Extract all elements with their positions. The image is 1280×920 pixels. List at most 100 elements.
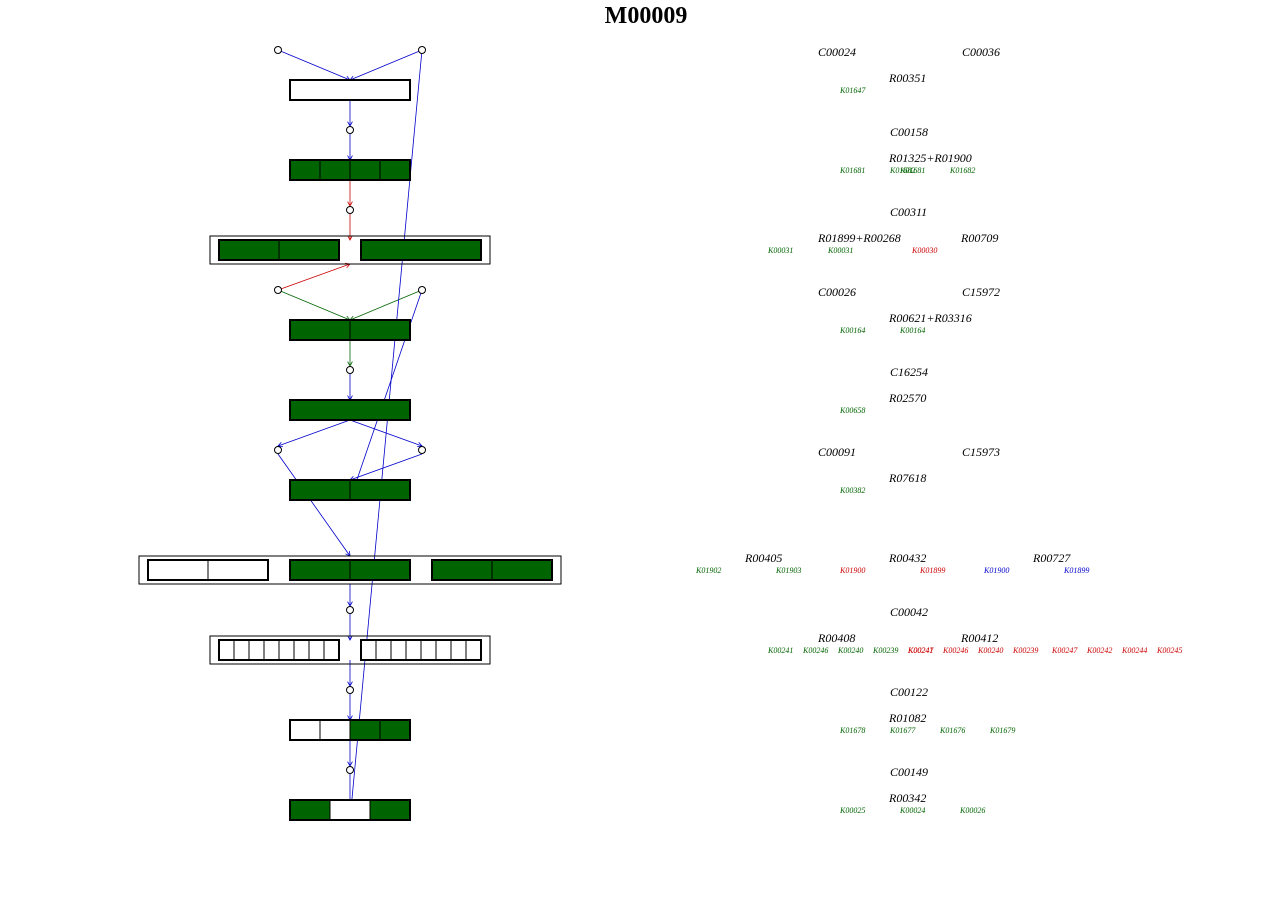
- subunit-empty: [450, 639, 467, 661]
- pathway-edge: [349, 289, 423, 321]
- subunit-empty: [360, 639, 377, 661]
- subunit-filled: [289, 399, 411, 421]
- reaction-box: [289, 159, 411, 181]
- reaction-box: [431, 559, 553, 581]
- subunit-filled: [349, 479, 411, 501]
- reaction-label: R00342: [888, 791, 926, 805]
- compound-node: [274, 446, 282, 454]
- ko-label: K00247: [1051, 646, 1078, 655]
- subunit-empty: [319, 719, 351, 741]
- compound-node: [346, 206, 354, 214]
- reaction-box: [289, 399, 411, 421]
- reaction-box: [289, 719, 411, 741]
- reaction-box-outline: [289, 79, 411, 101]
- reaction-label: R00621+R03316: [888, 311, 972, 325]
- ko-label: K00024: [899, 806, 925, 815]
- reaction-box: [147, 559, 269, 581]
- ko-label: K01899: [919, 566, 945, 575]
- subunit-filled: [289, 159, 321, 181]
- reaction-box-outline: [289, 479, 411, 501]
- reaction-box-outline: [289, 319, 411, 341]
- subunit-filled: [379, 159, 411, 181]
- subunit-filled: [379, 719, 411, 741]
- edge-arrowhead: [347, 235, 353, 241]
- pathway-edge: [277, 263, 351, 291]
- ko-label: K00026: [959, 806, 985, 815]
- compound-label: C00158: [890, 125, 928, 139]
- subunit-empty: [263, 639, 280, 661]
- subunit-empty: [218, 639, 235, 661]
- compound-label: C00122: [890, 685, 928, 699]
- compound-label: C16254: [890, 365, 928, 379]
- subunit-filled: [491, 559, 553, 581]
- reaction-box-outline: [289, 159, 411, 181]
- reaction-box: [289, 319, 411, 341]
- ko-label: K01682: [949, 166, 975, 175]
- ko-label: K00244: [1121, 646, 1147, 655]
- compound-node: [346, 606, 354, 614]
- subunit-empty: [289, 719, 321, 741]
- compound-node: [346, 366, 354, 374]
- subunit-filled: [289, 799, 331, 821]
- ko-label: K00382: [839, 486, 865, 495]
- compound-label: C15972: [962, 285, 1000, 299]
- subunit-empty: [233, 639, 250, 661]
- ko-label: K01678: [839, 726, 865, 735]
- subunit-empty: [329, 799, 371, 821]
- subunit-empty: [147, 559, 209, 581]
- compound-label: C00026: [818, 285, 856, 299]
- ko-label: K00240: [837, 646, 863, 655]
- subunit-filled: [289, 479, 351, 501]
- reaction-label: R01899+R00268: [817, 231, 901, 245]
- ko-label: K01681: [839, 166, 865, 175]
- ko-label: K00247: [907, 646, 934, 655]
- reaction-box-outline: [360, 239, 482, 261]
- compound-label: C00024: [818, 45, 856, 59]
- ko-label: K00025: [839, 806, 865, 815]
- reaction-label: R00405: [744, 551, 782, 565]
- reaction-label: R07618: [888, 471, 926, 485]
- reaction-box-outline: [289, 399, 411, 421]
- ko-label: K01903: [775, 566, 801, 575]
- reaction-label: R00727: [1032, 551, 1071, 565]
- subunit-filled: [278, 239, 340, 261]
- compound-label: C00042: [890, 605, 928, 619]
- subunit-filled: [349, 719, 381, 741]
- reaction-label: R00351: [888, 71, 926, 85]
- pathway-edge: [277, 453, 351, 557]
- pathway-edge: [349, 453, 423, 481]
- ko-label: K01900: [839, 566, 865, 575]
- subunit-empty: [207, 559, 269, 581]
- ko-label: K01902: [695, 566, 721, 575]
- reaction-label: R02570: [888, 391, 926, 405]
- compound-label: C00091: [818, 445, 856, 459]
- compound-label: C15973: [962, 445, 1000, 459]
- reaction-box-outline: [289, 719, 411, 741]
- compound-node: [346, 126, 354, 134]
- compound-node: [274, 46, 282, 54]
- reaction-label: R00709: [960, 231, 998, 245]
- subunit-empty: [465, 639, 482, 661]
- ko-label: K00242: [1086, 646, 1112, 655]
- compound-node: [274, 286, 282, 294]
- subunit-empty: [289, 79, 411, 101]
- reaction-box-outline: [218, 639, 340, 661]
- reaction-label: R01325+R01900: [888, 151, 972, 165]
- reaction-label: R00412: [960, 631, 998, 645]
- ko-label: K00245: [1156, 646, 1182, 655]
- reaction-box-outline: [218, 239, 340, 261]
- reaction-boxes: [138, 79, 562, 821]
- subunit-empty: [420, 639, 437, 661]
- subunit-filled: [289, 559, 351, 581]
- reaction-label: R00432: [888, 551, 926, 565]
- reaction-box-outline: [431, 559, 553, 581]
- ko-label: K01899: [1063, 566, 1089, 575]
- ko-label: K00240: [977, 646, 1003, 655]
- reaction-box: [289, 79, 411, 101]
- ko-label: K00241: [907, 646, 933, 655]
- reaction-box: [360, 639, 482, 661]
- pathway-edge: [277, 49, 351, 81]
- ko-label: K01679: [989, 726, 1015, 735]
